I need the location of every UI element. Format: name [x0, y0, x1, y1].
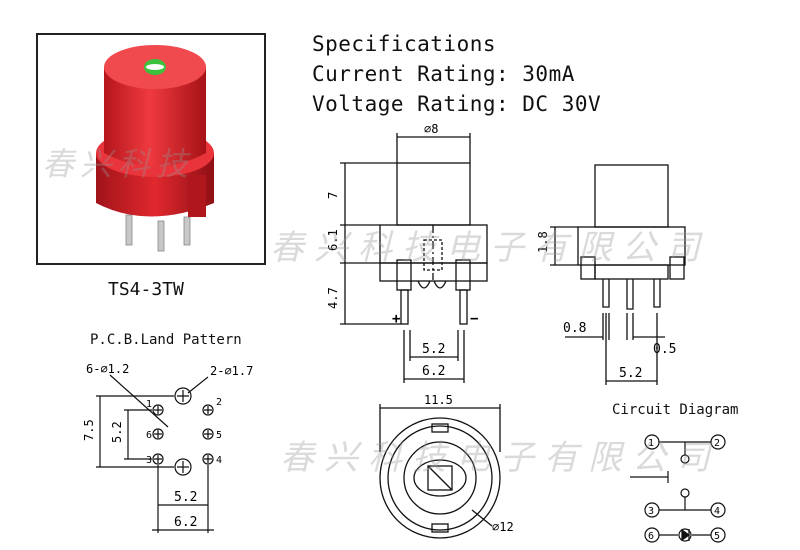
bottom-view-drawing: 11.5 ⌀12 [379, 393, 514, 539]
circuit-contact [680, 454, 690, 464]
pcb-hole-4 [202, 453, 214, 465]
pcb-hole-5 [202, 428, 214, 440]
dim-side-0-8: 0.8 [563, 321, 586, 336]
pcb-hole-1 [152, 404, 164, 416]
notch-bottom [431, 523, 449, 533]
pcb-pin-3: 3 [146, 455, 152, 466]
pcb-crosshairs [154, 390, 212, 473]
button-cap [104, 67, 206, 167]
pcb-hole-3 [152, 453, 164, 465]
leader-hole-small [109, 374, 169, 428]
spec-current: Current Rating: 30mA [312, 62, 575, 86]
led-window-square [427, 465, 453, 491]
base-tab [188, 175, 206, 217]
spec-voltage: Voltage Rating: DC 30V [312, 92, 602, 116]
pin-lead [183, 216, 191, 246]
pcb-hole-small-label: 6-⌀1.2 [86, 362, 129, 376]
dim-h-body: 6.1 [326, 229, 340, 251]
circuit-title: Circuit Diagram [612, 402, 739, 418]
circuit-pin-4: 4 [714, 506, 720, 517]
front-pin-right [455, 259, 471, 291]
front-lead-right [459, 289, 468, 325]
pcb-land-pattern: 6-⌀1.2 2-⌀1.7 7.5 5.2 5.2 6.2 1 2 6 5 3 … [82, 362, 253, 533]
pcb-hole-large-bottom [174, 458, 192, 476]
pcb-hole-6 [152, 428, 164, 440]
notch-top [431, 423, 449, 433]
circuit-pin-6: 6 [648, 531, 654, 542]
dim-w-inner: 5.2 [422, 342, 445, 357]
dim-h-pin: 4.7 [326, 287, 340, 309]
dim-h-cap: 7 [326, 192, 340, 199]
product-photo [96, 45, 214, 252]
circuit-pin-1: 1 [648, 438, 654, 449]
side-view-drawing: 1.8 0.8 0.5 5.2 [536, 164, 686, 385]
dim-bottom-dia: ⌀12 [492, 520, 514, 534]
polarity-minus: − [470, 311, 478, 327]
pcb-pin-5: 5 [216, 430, 222, 441]
circuit-contact [680, 488, 690, 498]
polarity-plus: + [392, 311, 400, 327]
side-tab-left [580, 256, 596, 280]
pcb-dim-5-2v: 5.2 [110, 421, 124, 443]
pcb-dim-6-2h: 6.2 [174, 515, 197, 530]
pcb-pin-4: 4 [216, 455, 222, 466]
pcb-pin-1: 1 [146, 399, 152, 410]
led-ellipse [413, 459, 467, 497]
front-lead-left [400, 289, 409, 325]
side-cap-outline [594, 164, 669, 228]
circuit-diagram: 1 2 3 4 6 5 [630, 434, 726, 543]
dim-w-outer: 6.2 [422, 364, 445, 379]
dim-side-5-2: 5.2 [619, 366, 642, 381]
leader-hole-large [187, 376, 209, 394]
led-symbol [678, 528, 692, 542]
pcb-title: P.C.B.Land Pattern [90, 332, 242, 348]
side-body-outline [577, 226, 686, 266]
pcb-pin-6: 6 [146, 430, 152, 441]
cap-circle [403, 441, 477, 515]
pcb-pin-2: 2 [216, 397, 222, 408]
pcb-dim-7-5: 7.5 [82, 419, 96, 441]
led-diode-icon [681, 528, 691, 542]
pcb-hole-2 [202, 404, 214, 416]
side-lower [594, 264, 669, 280]
product-photo-frame: 春兴科技 [36, 33, 266, 265]
leader-dia12 [471, 509, 493, 527]
pin-lead [157, 220, 165, 252]
circuit-pin-5: 5 [714, 531, 720, 542]
pcb-hole-large-top [174, 387, 192, 405]
spec-title: Specifications [312, 32, 497, 56]
front-middle-leads [417, 280, 447, 289]
front-cap-outline [396, 162, 471, 226]
pin-lead [125, 214, 133, 246]
housing-circle [387, 425, 493, 531]
pcb-hole-large-label: 2-⌀1.7 [210, 364, 253, 378]
led-diagonal [427, 465, 453, 491]
circuit-pin-2: 2 [714, 438, 720, 449]
circuit-pin-3: 3 [648, 506, 654, 517]
dim-bottom-width: 11.5 [424, 393, 453, 407]
pcb-dim-5-2h: 5.2 [174, 490, 197, 505]
side-tab-right [669, 256, 685, 280]
dim-dia8: ⌀8 [424, 122, 438, 136]
outer-circle [379, 417, 501, 539]
dim-side-0-5: 0.5 [653, 342, 676, 357]
front-view-drawing: ⌀8 7 6.1 4.7 + − 5.2 6.2 [326, 122, 488, 383]
front-pin-left [396, 259, 412, 291]
led-window [146, 64, 164, 70]
model-label: TS4-3TW [108, 279, 184, 300]
side-leads [602, 279, 661, 310]
dim-side-h: 1.8 [536, 231, 550, 253]
